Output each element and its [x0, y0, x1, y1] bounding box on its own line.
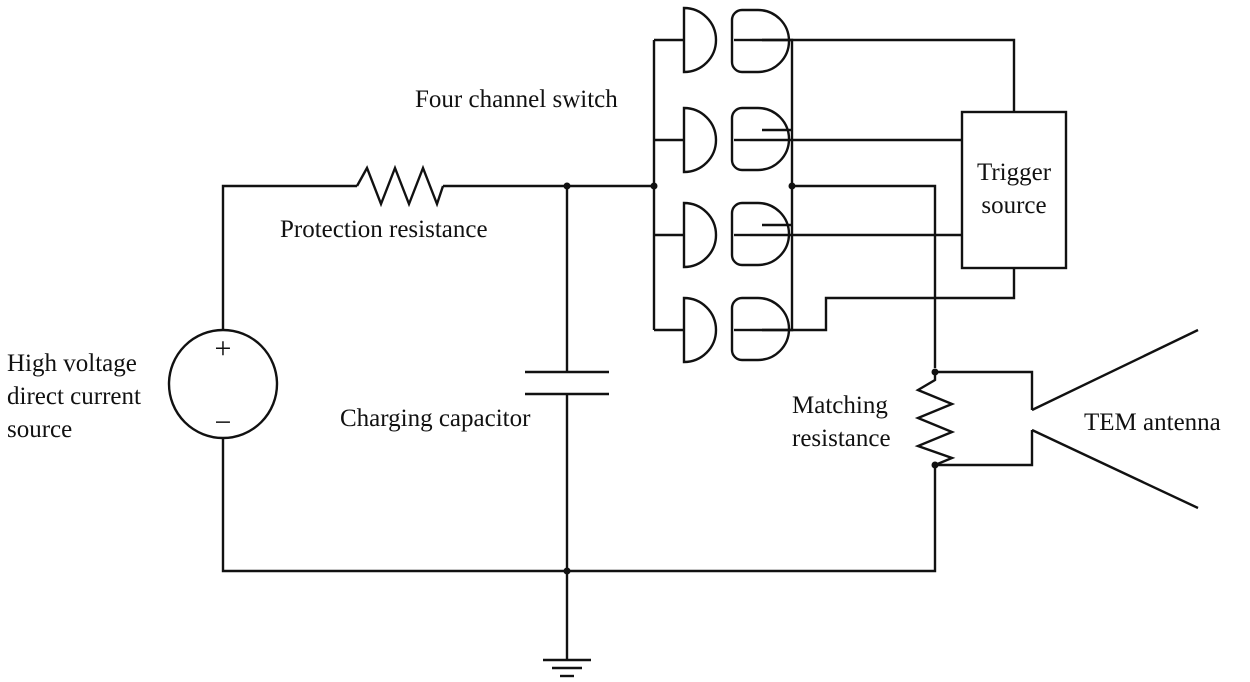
source-label-line3: source [7, 416, 72, 443]
four-channel-switch-label: Four channel switch [415, 86, 618, 113]
dc-source-symbol: + − [167, 328, 279, 440]
matching-resistance-label-line2: resistance [792, 425, 891, 452]
minus-sign: − [215, 406, 232, 439]
source-label-line1: High voltage [7, 350, 137, 377]
junction-dots [563, 182, 939, 575]
charging-capacitor-label: Charging capacitor [340, 405, 531, 432]
switch-channel-1 [682, 6, 791, 74]
plus-sign: + [215, 332, 232, 365]
trigger-source-label-line1: Trigger [977, 159, 1052, 186]
protection-resistor-symbol [355, 164, 445, 208]
matching-resistor-symbol [914, 372, 956, 467]
tem-antenna-label: TEM antenna [1084, 409, 1221, 436]
four-channel-switch-symbol [682, 6, 791, 364]
charging-capacitor-symbol [525, 370, 609, 396]
tem-antenna-symbol [1031, 328, 1199, 510]
matching-resistance-label-line1: Matching [792, 392, 888, 419]
switch-channel-4 [682, 296, 791, 364]
switch-channel-3 [682, 201, 791, 269]
source-label-line2: direct current [7, 383, 141, 410]
trigger-source-label-line2: source [981, 192, 1046, 219]
protection-resistance-label: Protection resistance [280, 216, 488, 243]
trigger-source-box [960, 110, 1068, 270]
ground-symbol [543, 658, 591, 678]
wires [221, 38, 1034, 660]
switch-channel-2 [682, 106, 791, 174]
